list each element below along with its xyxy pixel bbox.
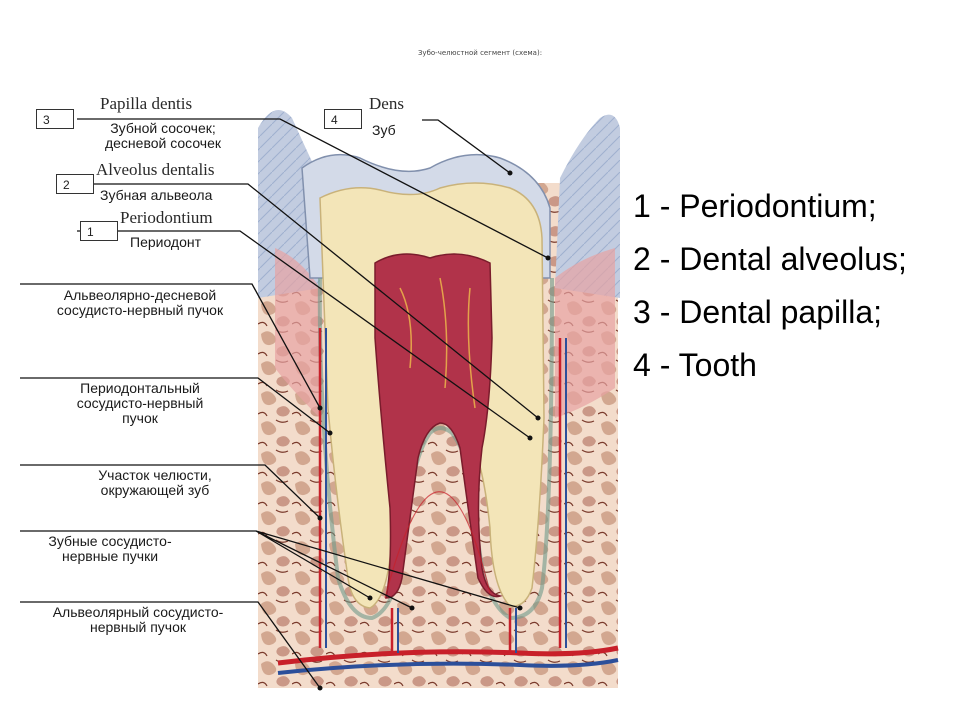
jaw-area-line-2: окружающей зуб xyxy=(100,482,210,498)
papilla-ru-label: Зубной сосочек; десневой сосочек xyxy=(78,121,248,151)
alveolar-artery xyxy=(277,645,619,666)
legend-item-3: 3 - Dental papilla; xyxy=(633,294,883,330)
alveolar-vein xyxy=(277,658,619,675)
alveolar-bundle-line-1: Альвеолярный сосудисто- xyxy=(52,604,224,620)
legend-list: 1 - Periodontium; 2 - Dental alveolus; 3… xyxy=(633,185,953,397)
label-box-4: 4 xyxy=(324,109,362,129)
label-box-2: 2 xyxy=(56,174,94,194)
alveolar-bundle-label: Альвеолярный сосудисто- нервный пучок xyxy=(20,605,256,635)
legend-item-1: 1 - Periodontium; xyxy=(633,188,877,224)
papilla-ru-line-2: десневой сосочек xyxy=(104,135,222,151)
alveolar-bundle-line-2: нервный пучок xyxy=(89,619,187,635)
alveolus-ru-label: Зубная альвеола xyxy=(100,187,213,203)
periodontium-latin-label: Periodontium xyxy=(120,208,213,227)
dens-latin-label: Dens xyxy=(369,94,404,113)
dens-ru-label: Зуб xyxy=(372,122,396,138)
dental-bundles-line-1: Зубные сосудисто- xyxy=(48,533,172,549)
periodontal-line-3: пучок xyxy=(122,410,158,426)
alveolus-latin-label: Alveolus dentalis xyxy=(96,160,215,179)
periodontal-line-2: сосудисто-нервный xyxy=(76,395,204,411)
legend-item-2: 2 - Dental alveolus; xyxy=(633,241,907,277)
periodontium-ru-label: Периодонт xyxy=(130,234,202,250)
periodontal-line-1: Периодонтальный xyxy=(80,380,200,396)
dental-bundles-line-2: нервные пучки xyxy=(61,548,159,564)
alveolar-gingival-line-1: Альвеолярно-десневой xyxy=(63,287,217,303)
alveolar-gingival-bundle-label: Альвеолярно-десневой сосудисто-нервный п… xyxy=(20,288,260,318)
jaw-area-line-1: Участок челюсти, xyxy=(98,467,212,483)
tooth-illustration xyxy=(20,110,620,691)
jaw-area-label: Участок челюсти, окружающей зуб xyxy=(60,468,250,498)
label-box-3: 3 xyxy=(36,109,74,129)
label-box-1: 1 xyxy=(80,221,118,241)
left-gingiva xyxy=(258,110,320,298)
tooth-segment-diagram: 3 4 2 1 Papilla dentis Dens Alveolus den… xyxy=(20,88,630,693)
dental-bundles-label: Зубные сосудисто- нервные пучки xyxy=(20,534,200,564)
papilla-latin-label: Papilla dentis xyxy=(100,94,193,113)
slide-title: Зубо-челюстной сегмент (схема): xyxy=(417,49,543,57)
periodontal-bundle-label: Периодонтальный сосудисто-нервный пучок xyxy=(50,381,230,426)
papilla-ru-line-1: Зубной сосочек; xyxy=(110,120,216,136)
alveolar-gingival-line-2: сосудисто-нервный пучок xyxy=(56,302,224,318)
legend-item-4: 4 - Tooth xyxy=(633,347,757,383)
